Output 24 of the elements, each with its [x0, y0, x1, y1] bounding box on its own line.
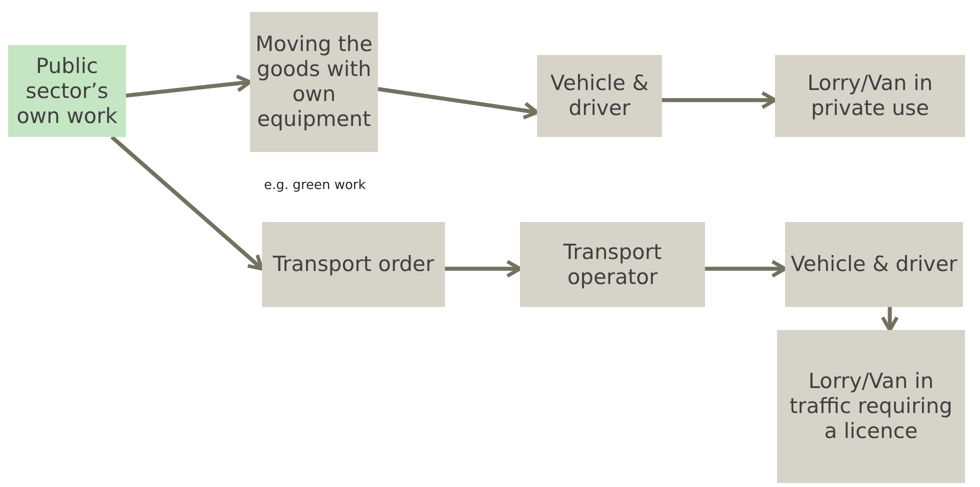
arrow: [880, 307, 899, 332]
box-label: Transport order: [272, 252, 434, 277]
process-box: [250, 12, 378, 152]
process-box: [775, 55, 965, 137]
process-box: [537, 55, 662, 137]
process-box: [262, 222, 445, 307]
process-box: [777, 330, 965, 483]
box-label: Lorry/Van in private use: [806, 71, 934, 121]
box-label: Transport operator: [562, 240, 663, 290]
arrow: [126, 74, 252, 98]
arrow: [378, 87, 539, 120]
box-label: Vehicle & driver: [790, 252, 958, 277]
box-label: Lorry/Van in traffic requiring a licence: [788, 369, 954, 444]
arrow: [662, 91, 777, 110]
box-label: Vehicle & driver: [549, 71, 650, 121]
arrow: [705, 260, 787, 278]
arrow: [445, 260, 522, 278]
process-box: [520, 222, 705, 307]
process-box: [8, 45, 126, 137]
arrow: [110, 136, 264, 271]
box-label: Public sector’s own work: [16, 54, 118, 128]
process-box: [785, 222, 963, 307]
box-note: e.g. green work: [264, 178, 366, 193]
box-label: Moving the goods with own equipment: [254, 32, 374, 132]
